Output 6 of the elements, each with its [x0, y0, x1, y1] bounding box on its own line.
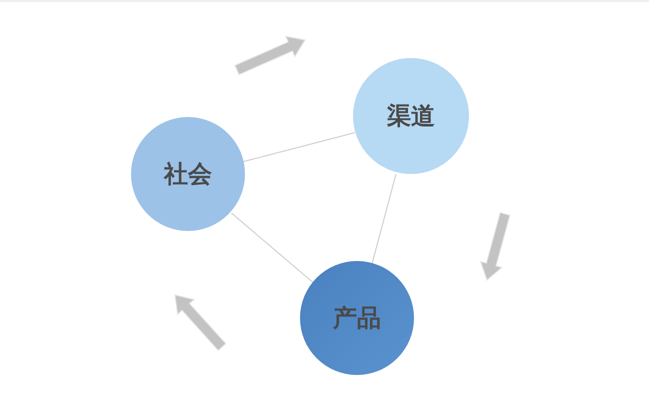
- node-label: 社会: [164, 159, 212, 190]
- connector-line: [242, 132, 356, 162]
- connector-line: [230, 212, 314, 284]
- node-label: 渠道: [387, 101, 435, 132]
- node-label: 产品: [333, 303, 381, 334]
- connector-line: [371, 174, 397, 266]
